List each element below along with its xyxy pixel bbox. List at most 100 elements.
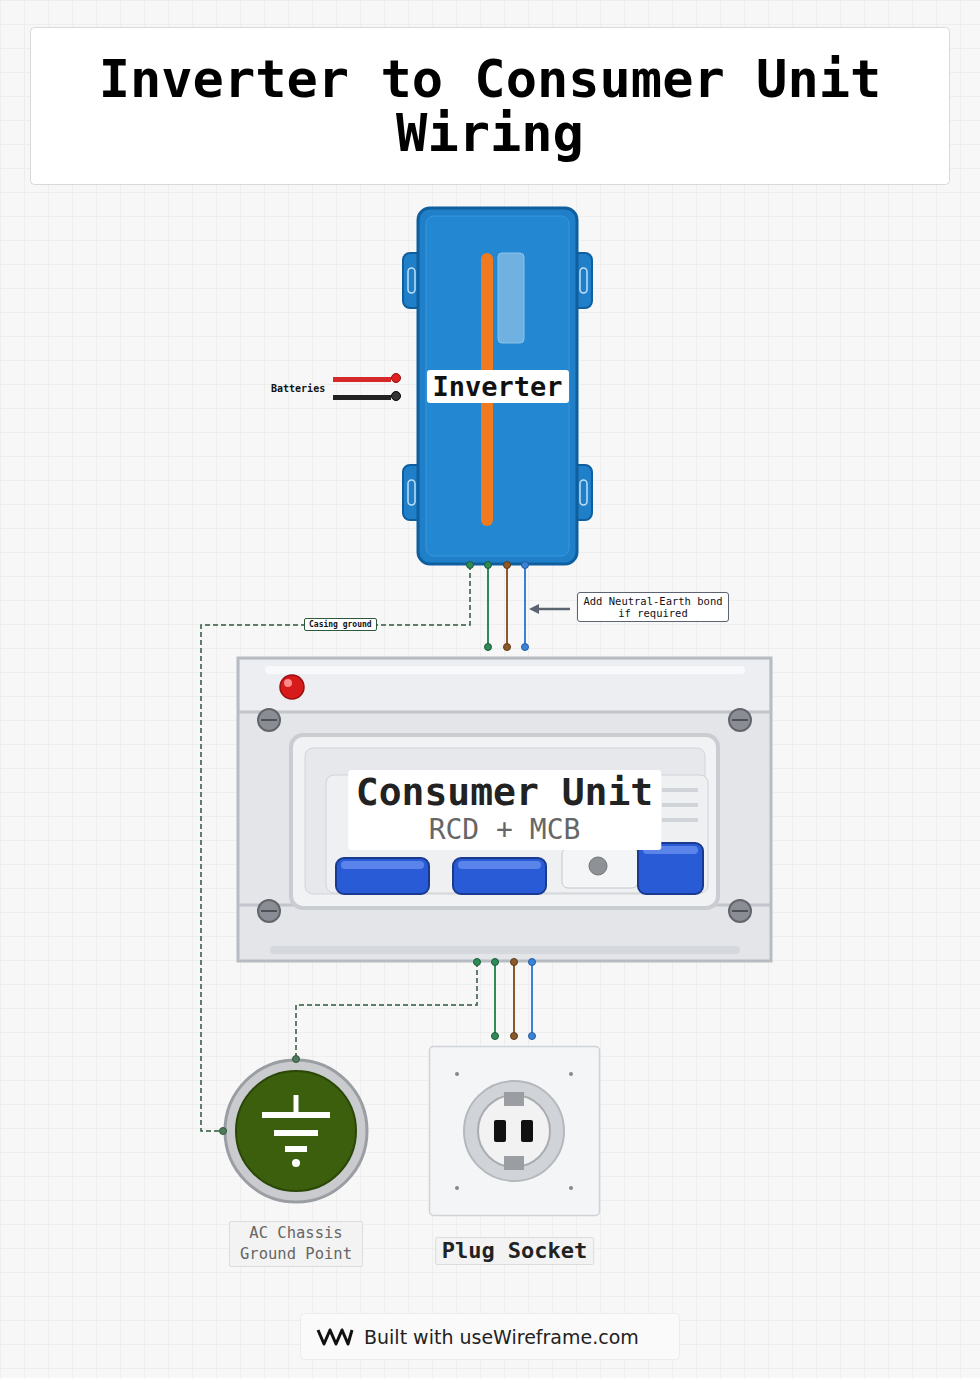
inverter-body-part [580,268,587,293]
neutral-earth-arrow-part [529,604,539,614]
wire-line [513,962,515,1036]
battery-wires-part [333,395,391,400]
consumer-unit-body-part [239,711,770,714]
plug-socket-body-part [569,1072,573,1076]
neutral-earth-arrow [529,604,570,614]
ground-point-label: AC Chassis Ground Point [229,1221,363,1267]
inverter-body-part [580,480,587,505]
ground-wire [296,962,477,1059]
wire-terminal [529,959,536,966]
plug-socket-body-part [504,1156,524,1170]
consumer-unit-body-part [562,848,638,888]
plug-socket-body-part [494,1120,506,1142]
consumer-unit-box-label-panel: Consumer UnitRCD + MCB [348,770,661,850]
wire-terminal [492,1033,499,1040]
title-panel [31,28,950,185]
consumer-unit-body-part [336,858,429,894]
edge-label: Casing ground [304,618,377,631]
wire-terminal [522,644,529,651]
wire-terminal [504,562,511,569]
neutral-earth-arrow-part [538,608,570,611]
inverter-box: Inverter [417,207,578,565]
consumer-unit-body-part [240,660,769,710]
wire-connector [293,959,481,1063]
consumer-unit-body-part [729,900,751,922]
ground-symbol-part [294,1095,299,1114]
consumer-unit-body-part [662,803,698,807]
inverter-body-part [498,253,524,343]
wire-terminal [474,959,481,966]
ground-symbol-part [292,1159,300,1167]
plug-socket-node: Plug Socket [429,1046,600,1264]
consumer-unit-body-part [453,858,546,894]
ground-symbol-part [274,1130,318,1136]
ground-point-node: AC Chassis Ground Point [223,1059,369,1265]
wire-line [531,962,533,1036]
plug-socket-body-part [464,1081,564,1181]
wire-line [506,565,508,647]
wire-connector [492,959,536,1040]
consumer-unit-body-part [258,709,280,731]
plug-socket-label: Plug Socket [435,1237,595,1265]
battery-label: Batteries [271,383,325,395]
consumer-unit-body-part [589,857,607,875]
wire-terminal [293,1056,300,1063]
wire-terminal [467,562,474,569]
consumer-unit-body-part [341,861,424,869]
wire-line [487,565,489,647]
diagram-title: Inverter to Consumer Unit Wiring [90,52,890,160]
consumer-unit-body-part [238,658,771,961]
wire-terminal [492,959,499,966]
inverter-body [403,208,592,564]
consumer-unit-body-part [662,818,698,822]
consumer-unit-body-part [261,719,277,721]
title-box: Inverter to Consumer Unit Wiring [30,27,950,185]
consumer-unit-body-part [270,946,740,954]
consumer-unit-subtitle: RCD + MCB [356,814,653,846]
ground-symbol-part [285,1146,307,1152]
consumer-unit-body-part [662,788,698,792]
ground-symbol-part [236,1071,356,1191]
consumer-unit-body-part [638,843,703,894]
plug-socket-body-part [569,1186,573,1190]
wire-connector [485,562,529,651]
plug-socket-body-part [521,1120,533,1142]
ground-symbol-part [262,1112,330,1118]
consumer-unit-body-part [729,709,751,731]
watermark-panel-part [301,1314,680,1360]
title-panel-part [31,28,950,185]
plug-socket-body [430,1047,600,1216]
plug-socket-body-part [430,1047,600,1216]
consumer-unit-body-part [258,900,280,922]
watermark-panel [301,1314,680,1360]
wire-terminal [522,562,529,569]
plug-socket-body-part [455,1072,459,1076]
wire-terminal [485,644,492,651]
wire-terminal [220,1128,227,1135]
wire-terminal [511,959,518,966]
wire-terminal [529,1033,536,1040]
inverter-body-part [418,208,577,564]
neutral-earth-note: Add Neutral-Earth bond if required [577,592,729,622]
battery-wires [333,374,401,401]
plug-socket-body-part [455,1186,459,1190]
consumer-unit-body-part [305,748,705,894]
wire-terminal [504,644,511,651]
inverter-label: Inverter [426,370,568,403]
watermark-panel-part [318,1330,352,1344]
consumer-unit-title: Consumer Unit [356,770,653,814]
plug-socket-body-part [504,1092,524,1106]
battery-wires-part [392,374,401,383]
consumer-unit-box: Consumer UnitRCD + MCB [237,657,772,962]
ground-symbol [225,1060,367,1202]
consumer-unit-body-part [732,910,748,912]
inverter-body-part [408,480,415,505]
consumer-unit-body-part [280,675,304,699]
consumer-unit-body-part [261,910,277,912]
battery-wires-part [333,377,391,382]
